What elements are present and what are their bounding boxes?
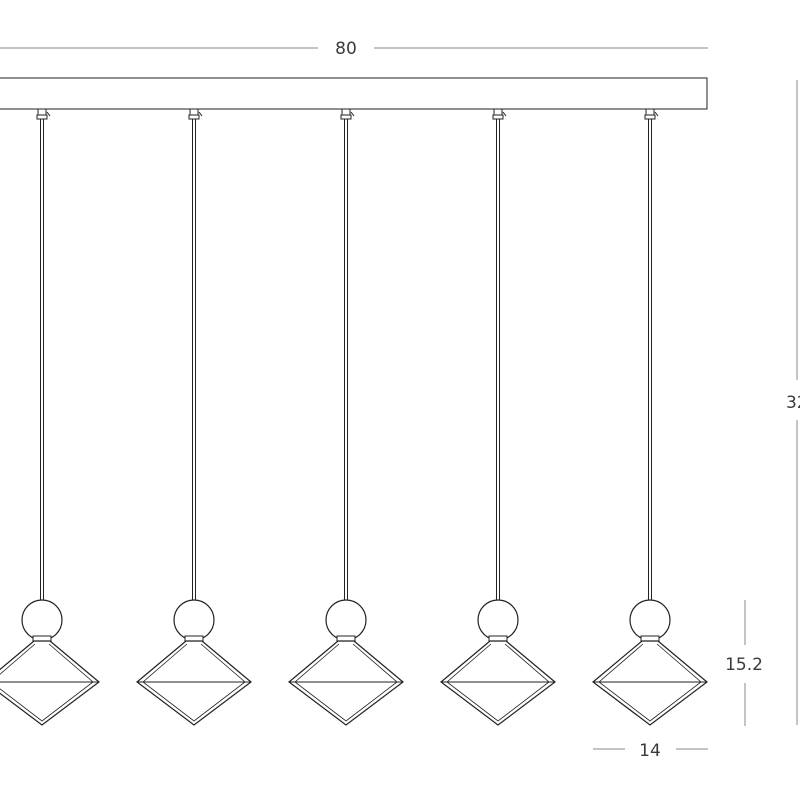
shade-width-label: 14 — [639, 741, 661, 761]
width-dimension: 80 — [0, 39, 708, 59]
shade-collar — [184, 635, 204, 642]
pendant-group — [0, 108, 708, 726]
cord-grip-screw — [46, 111, 51, 117]
pendant-1 — [0, 108, 100, 726]
ceiling-canopy — [0, 77, 708, 110]
shade-inner-outline — [142, 643, 246, 722]
pendant-3 — [288, 108, 404, 726]
pendant-4 — [440, 108, 556, 726]
height-dimension: 32 — [786, 80, 800, 725]
pendant-2 — [136, 108, 252, 726]
pendant-5 — [592, 108, 708, 726]
cord-grip-screw — [502, 111, 507, 117]
shade-outline — [592, 640, 708, 726]
canopy-connector — [189, 108, 199, 116]
globe-sphere — [629, 599, 671, 641]
shade-outline — [440, 640, 556, 726]
globe-sphere — [325, 599, 367, 641]
shade-height-dimension: 15.2 — [725, 600, 763, 726]
shade-outline — [0, 640, 100, 726]
canopy-connector — [341, 108, 351, 116]
globe-sphere — [173, 599, 215, 641]
shade-inner-outline — [294, 643, 398, 722]
cord-grip-screw — [350, 111, 355, 117]
shade-collar — [336, 635, 356, 642]
cord-grip-screw — [198, 111, 203, 117]
shade-outline — [136, 640, 252, 726]
canopy-connector — [37, 108, 47, 116]
width-dimension-label: 80 — [335, 39, 357, 59]
shade-height-label: 15.2 — [725, 655, 763, 675]
globe-sphere — [21, 599, 63, 641]
canopy-connector — [645, 108, 655, 116]
shade-outline — [288, 640, 404, 726]
cord-grip-screw — [654, 111, 659, 117]
canopy-connector — [493, 108, 503, 116]
cord-grip — [340, 114, 352, 120]
cord-grip — [492, 114, 504, 120]
cord-grip — [36, 114, 48, 120]
shade-width-dimension: 14 — [593, 741, 708, 761]
shade-collar — [32, 635, 52, 642]
shade-inner-outline — [598, 643, 702, 722]
shade-collar — [488, 635, 508, 642]
shade-collar — [640, 635, 660, 642]
cord-grip — [644, 114, 656, 120]
globe-sphere — [477, 599, 519, 641]
cord-grip — [188, 114, 200, 120]
shade-inner-outline — [446, 643, 550, 722]
shade-inner-outline — [0, 643, 94, 722]
height-dimension-label: 32 — [786, 393, 800, 413]
